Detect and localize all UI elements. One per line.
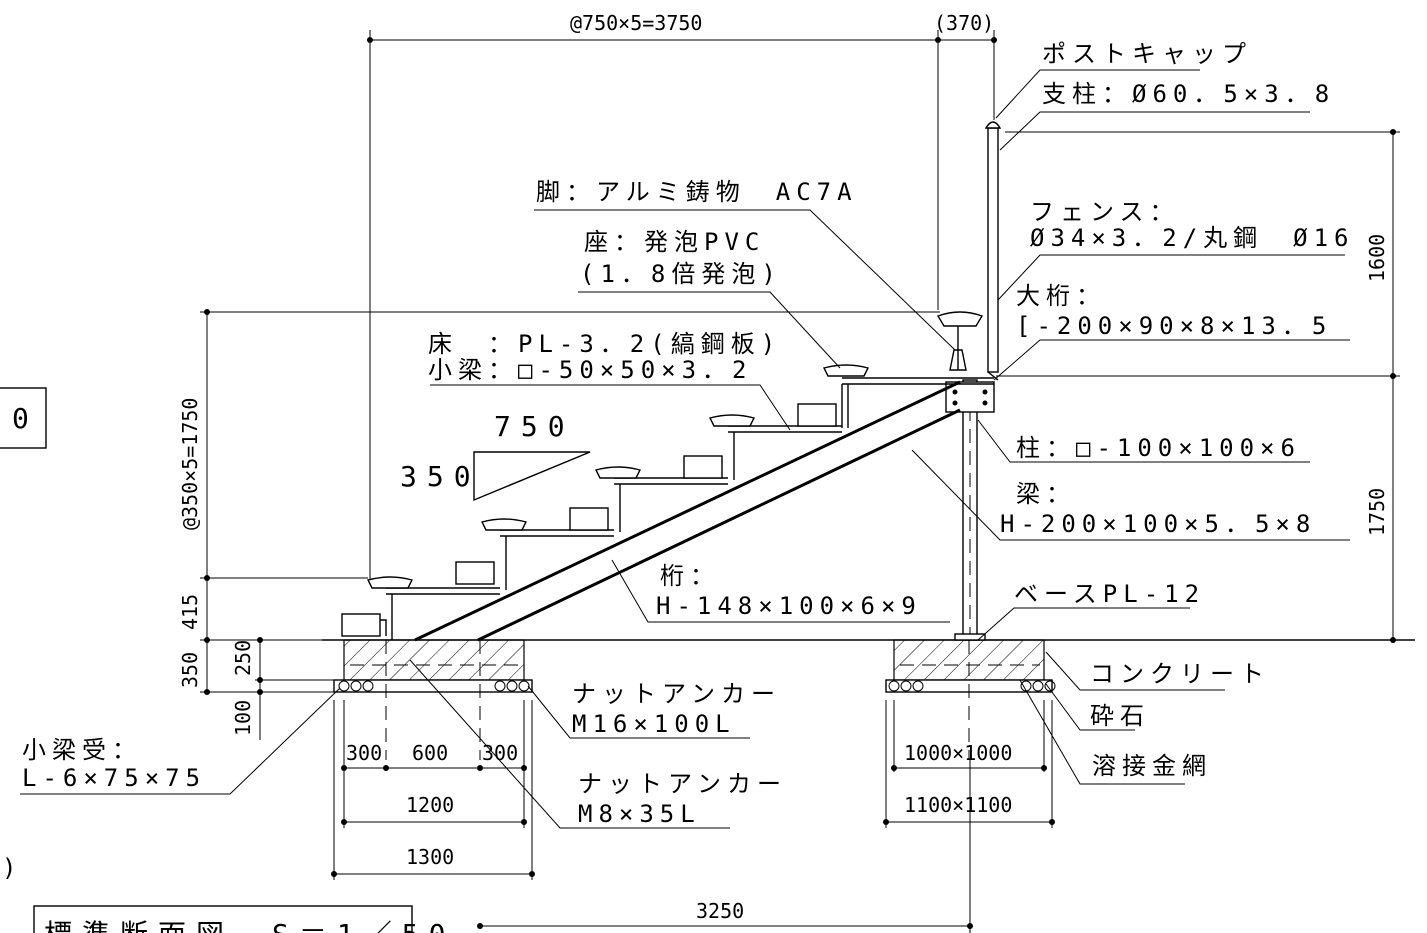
label-gravel: 砕石: [1090, 702, 1150, 730]
dim-bottom-3250: 3250: [696, 899, 744, 923]
label-anchor2-1: ナットアンカー: [578, 770, 787, 798]
label-post-cap: ポストキャップ: [1042, 40, 1252, 68]
slope-triangle: [473, 451, 591, 502]
label-stringer-2: H-148×100×6×9: [656, 592, 922, 620]
label-fence-1: フェンス：: [1030, 198, 1180, 226]
label-beam-1: 梁：: [1016, 480, 1076, 508]
edge-paren: ): [2, 854, 22, 882]
label-joist-seat-2: L-6×75×75: [22, 764, 206, 792]
label-base-plate: ベースPL-12: [1014, 580, 1205, 608]
seats: [341, 311, 984, 637]
dim-top-offset: (370): [934, 11, 994, 35]
dim-footing-1300: 1300: [406, 845, 454, 869]
label-anchor1-1: ナットアンカー: [572, 680, 781, 708]
label-concrete: コンクリート: [1090, 660, 1270, 688]
label-fence-2: Ø34×3．2/丸鋼 Ø16: [1030, 224, 1355, 252]
dim-right-1600: 1600: [1365, 234, 1389, 282]
leader-lines: [20, 69, 1350, 829]
dim-footing-1000: 1000×1000: [904, 741, 1012, 765]
label-girder-2: [-200×90×8×13．5: [1016, 312, 1332, 340]
drawing-title: 標準断面図 S＝1／50: [44, 918, 455, 933]
label-beam-2: H-200×100×5．5×8: [1000, 510, 1316, 538]
label-anchor1-2: M16×100L: [572, 710, 736, 738]
dim-footing-1100: 1100×1100: [904, 793, 1012, 817]
dim-left-350: 350: [178, 652, 202, 688]
label-anchor2-2: M8×35L: [578, 800, 701, 828]
dim-left-250: 250: [231, 640, 255, 676]
dimension-lines: [200, 30, 1400, 933]
fence-post: [984, 121, 1002, 381]
dim-left-100: 100: [231, 700, 255, 736]
dim-footing-300b: 300: [482, 741, 518, 765]
edge-box: [0, 387, 47, 449]
dim-footing-300a: 300: [346, 741, 382, 765]
label-column: 柱：□-100×100×6: [1016, 434, 1301, 462]
label-joist-seat-1: 小梁受：: [22, 736, 142, 764]
dim-top-span: @750×5=3750: [570, 11, 702, 35]
label-joist: 小梁：□-50×50×3．2: [428, 356, 753, 384]
label-mesh: 溶接金網: [1092, 752, 1212, 780]
dim-left-415: 415: [178, 594, 202, 630]
label-girder-1: 大桁：: [1016, 282, 1106, 310]
dim-right-1750: 1750: [1365, 488, 1389, 536]
edge-box-text: 0: [12, 402, 39, 435]
label-stringer-1: 桁：: [660, 562, 720, 590]
title-box: [33, 905, 413, 933]
dim-footing-1200: 1200: [406, 793, 454, 817]
label-floor: 床 ：PL-3．2(縞鋼板): [428, 330, 781, 358]
label-seat-1: 座：発泡PVC: [584, 228, 765, 256]
slope-h: 750: [494, 410, 575, 443]
dim-footing-600: 600: [412, 741, 448, 765]
dim-left-steps: @350×5=1750: [178, 398, 202, 530]
stringer-beam: [414, 380, 961, 642]
right-footing: [885, 639, 1056, 760]
slope-v: 350: [400, 460, 481, 493]
label-leg: 脚：アルミ鋳物 AC7A: [536, 178, 858, 206]
label-post: 支柱：Ø60．5×3．8: [1042, 80, 1335, 108]
label-seat-2: (1．8倍発泡): [580, 260, 782, 288]
